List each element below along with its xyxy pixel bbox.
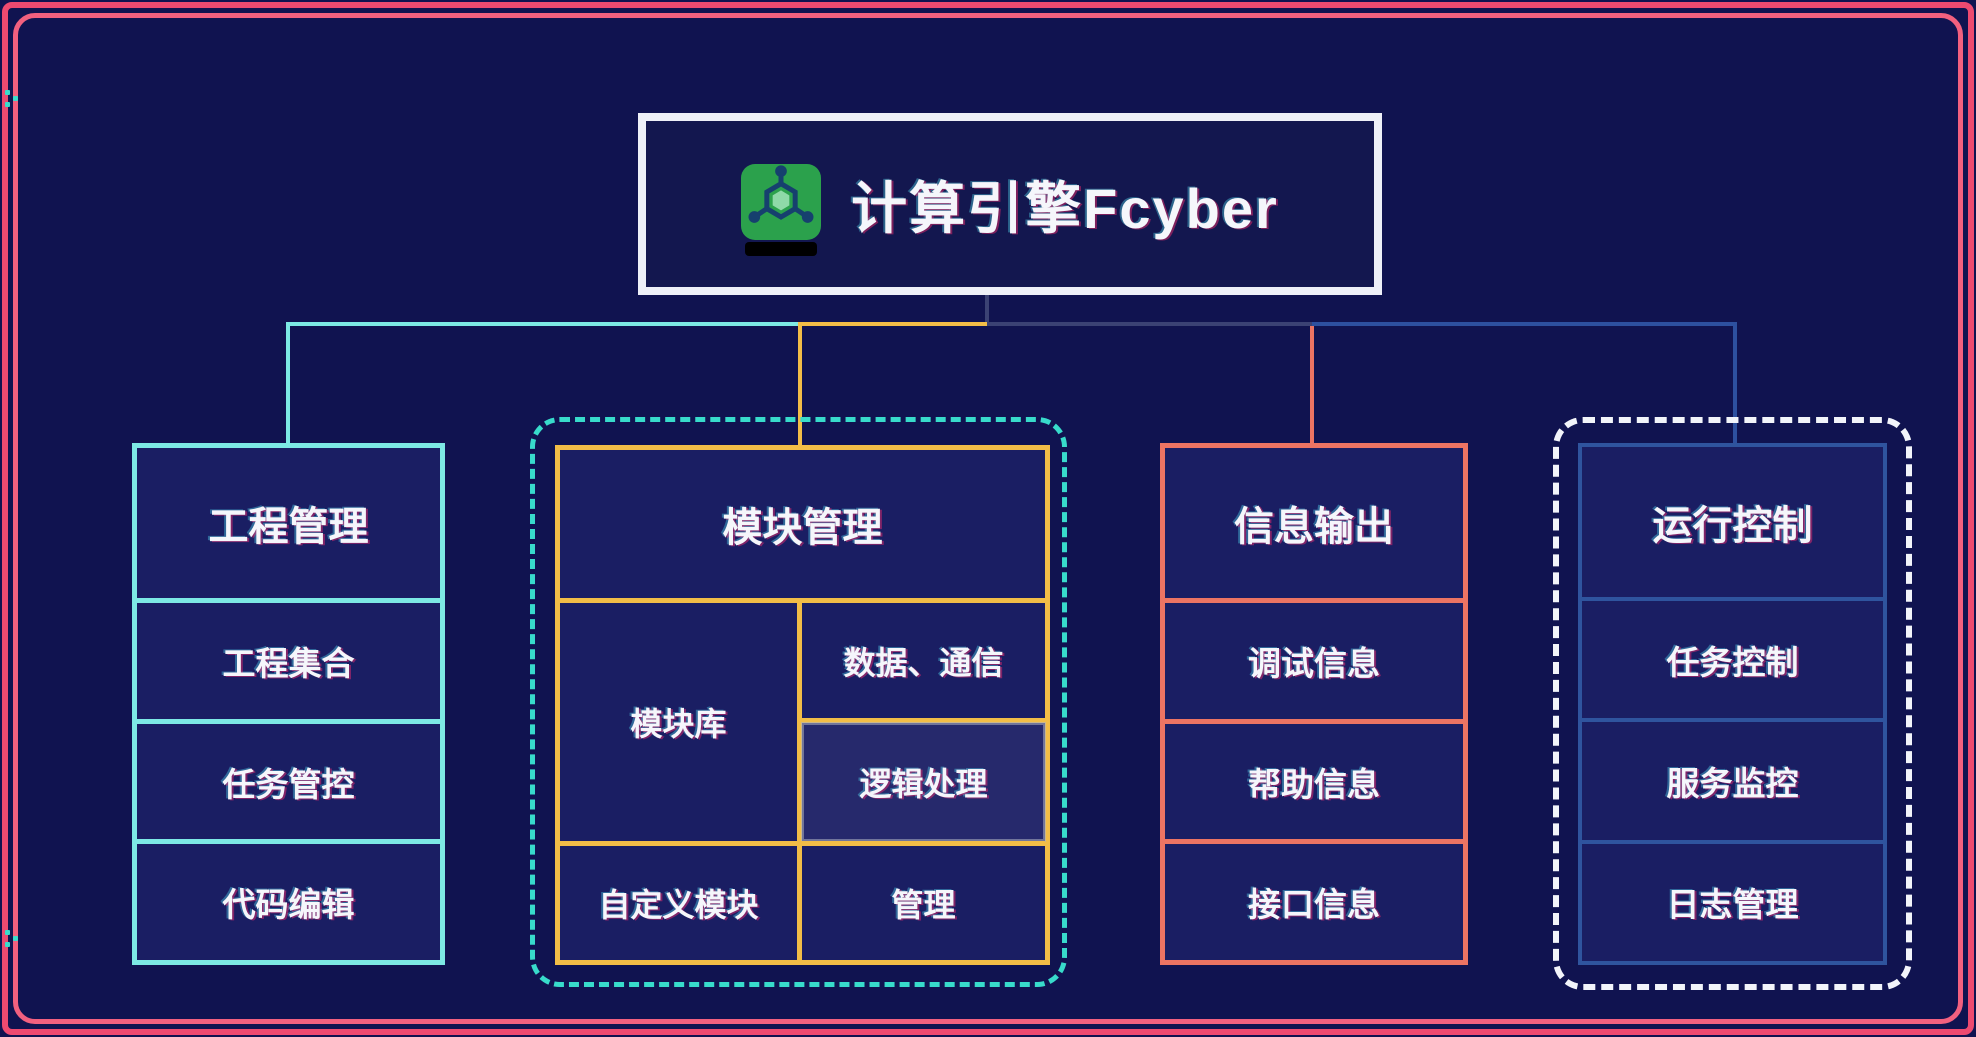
node-logic-process: 逻辑处理 xyxy=(801,722,1046,842)
page-title: 计算引擎Fcyber xyxy=(851,176,1279,240)
group-project-management: 工程管理 工程集合 任务管控 代码编辑 xyxy=(132,443,445,965)
run-dashed-outline xyxy=(1553,417,1912,990)
node-custom-module: 自定义模块 xyxy=(560,841,802,960)
title-box: 计算引擎Fcyber xyxy=(638,113,1382,295)
node-interface-info: 接口信息 xyxy=(1165,839,1463,960)
connector-stem-project xyxy=(286,322,290,443)
connector-stem-run xyxy=(1733,326,1737,443)
node-manage: 管理 xyxy=(802,841,1045,960)
connector-title-stem xyxy=(985,295,989,326)
connector-stem-info xyxy=(1310,326,1314,443)
group-header-project: 工程管理 xyxy=(208,505,369,549)
connector-stem-module xyxy=(798,322,802,445)
corner-dots-bottom-left xyxy=(5,930,10,935)
connector-bus-yellow xyxy=(800,322,987,326)
corner-dots-bottom-left xyxy=(5,942,10,947)
node-service-monitor: 服务监控 xyxy=(1582,718,1883,839)
module-dashed-outline xyxy=(530,417,1067,987)
node-code-edit: 代码编辑 xyxy=(137,839,440,960)
corner-dots-top-left xyxy=(13,96,18,101)
group-header-run: 运行控制 xyxy=(1652,504,1813,548)
group-header-info: 信息输出 xyxy=(1234,505,1394,549)
node-module-library: 模块库 xyxy=(560,603,802,841)
node-task-control: 任务管控 xyxy=(137,718,440,840)
connector-bus-cyan xyxy=(288,322,800,326)
connector-bus-steel xyxy=(1312,322,1737,326)
group-header-module: 模块管理 xyxy=(560,450,1045,603)
corner-dots-bottom-left xyxy=(13,936,18,941)
node-log-manage: 日志管理 xyxy=(1582,839,1883,961)
node-data-comm: 数据、通信 xyxy=(802,603,1045,723)
connector-bus-dark xyxy=(987,322,1312,326)
node-help-info: 帮助信息 xyxy=(1165,718,1463,840)
node-debug-info: 调试信息 xyxy=(1165,598,1463,719)
group-run-control: 运行控制 任务控制 服务监控 日志管理 xyxy=(1578,443,1887,965)
group-info-output: 信息输出 调试信息 帮助信息 接口信息 xyxy=(1160,443,1468,965)
node-task-ctrl: 任务控制 xyxy=(1582,597,1883,718)
group-module-management: 模块管理 模块库 数据、通信 逻辑处理 自定义模块 管理 xyxy=(555,445,1050,965)
corner-dots-top-left xyxy=(5,102,10,107)
corner-dots-top-left xyxy=(5,90,10,95)
node-project-set: 工程集合 xyxy=(137,598,440,719)
molecule-icon xyxy=(741,164,822,256)
